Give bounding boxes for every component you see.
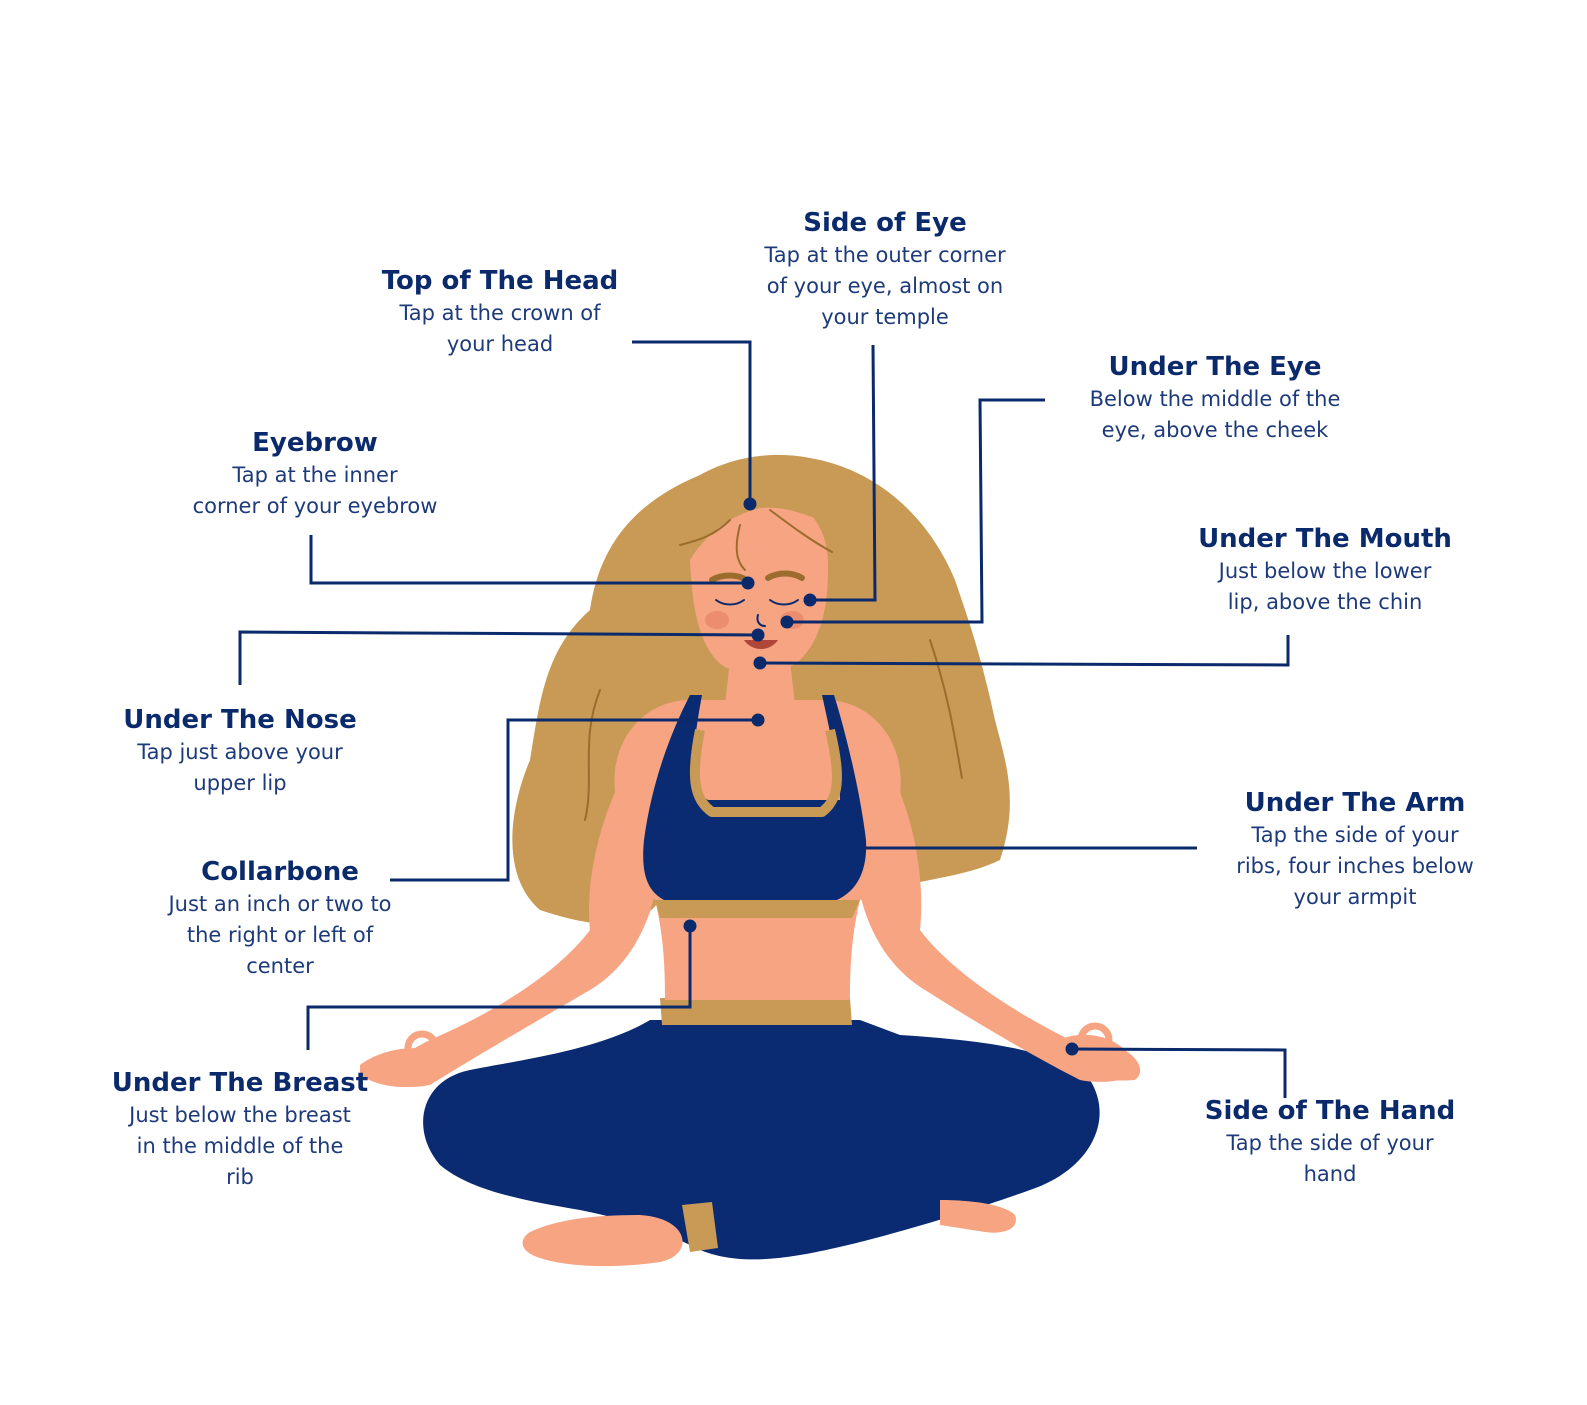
left-cheek [705,611,729,629]
label-title: Under The Breast [111,1068,369,1098]
tap-point-dot-collarbone [751,713,765,727]
right-arm [855,770,1140,1082]
tap-point-dot-side-of-hand [1065,1042,1079,1056]
nose [756,614,766,627]
leader-line-collarbone [390,718,758,882]
sports-top-trim [655,900,860,918]
label-side-of-hand: Side of The Hand Tap the side of your ha… [1190,1094,1470,1190]
label-title: Under The Arm [1244,788,1466,818]
hair-front [690,474,840,560]
label-desc: Just below the breast in the middle of t… [129,1103,351,1189]
label-under-eye: Under The Eye Below the middle of the ey… [1065,350,1365,446]
label-eyebrow: Eyebrow Tap at the inner corner of your … [170,426,460,522]
label-desc: Below the middle of the eye, above the c… [1089,387,1341,442]
label-desc: Tap the side of your ribs, four inches b… [1236,823,1474,909]
label-desc: Just an inch or two to the right or left… [168,892,392,978]
leader-line-side-of-eye [810,344,877,602]
left-eye [715,599,745,606]
legs [423,1020,1100,1260]
tapping-point-connectors [238,340,1290,1098]
label-title: Side of The Hand [1204,1096,1456,1126]
label-top-of-head: Top of The Head Tap at the crown of your… [380,264,620,360]
waistband [660,998,852,1025]
label-desc: Just below the lower lip, above the chin [1218,559,1432,614]
label-under-breast: Under The Breast Just below the breast i… [100,1066,380,1193]
right-foot [940,1200,1016,1233]
label-under-mouth: Under The Mouth Just below the lower lip… [1190,522,1460,618]
right-eye [769,599,799,606]
label-desc: Tap at the outer corner of your eye, alm… [764,243,1006,329]
leader-line-side-of-hand [1071,1047,1287,1098]
figure [360,454,1141,1267]
label-desc: Tap the side of your hand [1226,1131,1434,1186]
leader-line-under-breast [306,926,692,1050]
sports-top [643,695,867,905]
label-desc: Tap at the crown of your head [399,301,601,356]
label-title: Eyebrow [252,428,378,458]
tap-point-dot-under-nose [751,628,765,642]
leader-line-under-nose [238,630,759,685]
label-desc: Tap just above your upper lip [137,740,343,795]
label-title: Under The Eye [1108,352,1322,382]
sports-top-neckline [689,728,842,817]
tap-point-dot-top-of-head [743,497,757,511]
tap-point-dot-under-eye [780,615,794,629]
left-hand-ring [404,1030,440,1066]
label-title: Side of Eye [803,208,967,238]
tap-point-dot-side-of-eye [803,593,817,607]
right-hand-ring [1077,1022,1113,1058]
label-title: Under The Mouth [1198,524,1452,554]
leader-line-eyebrow [309,535,748,585]
leader-line-under-mouth [759,635,1290,667]
mouth [744,640,778,649]
label-under-arm: Under The Arm Tap the side of your ribs,… [1210,786,1500,913]
left-foot [522,1215,683,1267]
tap-point-dot-eyebrow [741,576,755,590]
leader-line-under-eye [787,398,1045,624]
right-eyebrow [765,570,805,581]
label-side-of-eye: Side of Eye Tap at the outer corner of y… [745,206,1025,333]
tap-point-dot-under-mouth [753,656,767,670]
label-title: Top of The Head [381,266,619,296]
label-title: Collarbone [201,857,359,887]
label-under-nose: Under The Nose Tap just above your upper… [115,703,365,799]
left-arm [372,770,660,1087]
pant-cuff [682,1202,718,1252]
leader-line-top-of-head [632,340,752,504]
tap-point-dot-under-breast [683,919,697,933]
label-title: Under The Nose [123,705,357,735]
label-collarbone: Collarbone Just an inch or two to the ri… [140,855,420,982]
label-desc: Tap at the inner corner of your eyebrow [192,463,438,518]
